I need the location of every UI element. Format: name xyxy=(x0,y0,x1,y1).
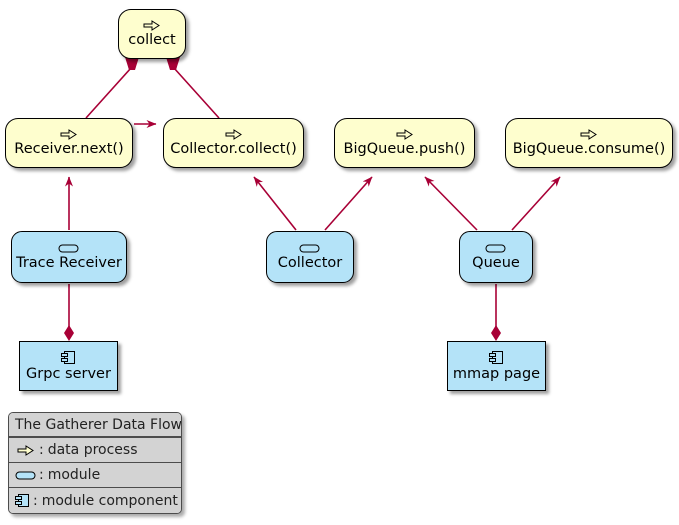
module-component-icon xyxy=(15,493,31,508)
node-label: Grpc server xyxy=(26,366,111,382)
legend-label: module xyxy=(47,467,101,483)
data-process-arrow-icon xyxy=(143,20,161,31)
legend: The Gatherer Data Flow : data process : … xyxy=(8,412,182,514)
node-label: Trace Receiver xyxy=(16,255,122,271)
node-mmap-page[interactable]: mmap page xyxy=(447,341,546,391)
data-process-arrow-icon xyxy=(396,129,414,140)
node-bigqueue-consume[interactable]: BigQueue.consume() xyxy=(505,118,673,168)
legend-label: module component xyxy=(41,492,178,509)
data-process-arrow-icon xyxy=(225,129,243,140)
legend-title-row: The Gatherer Data Flow xyxy=(9,413,181,438)
node-label: Receiver.next() xyxy=(14,141,124,157)
node-bigqueue-push[interactable]: BigQueue.push() xyxy=(334,118,475,168)
legend-title: The Gatherer Data Flow xyxy=(15,416,182,433)
module-icon xyxy=(485,243,507,254)
module-icon xyxy=(299,243,321,254)
module-component-icon xyxy=(60,350,77,365)
edge-collect-to-collector-collect xyxy=(166,57,220,119)
data-process-arrow-icon xyxy=(15,444,37,456)
node-trace-receiver[interactable]: Trace Receiver xyxy=(11,231,127,283)
node-label: Collector xyxy=(277,255,343,271)
module-icon xyxy=(58,243,80,254)
module-component-icon xyxy=(488,350,505,365)
edge-trace-receiver-to-grpc-server xyxy=(64,284,74,341)
legend-row-data-process: : data process xyxy=(9,438,181,463)
node-label: Queue xyxy=(472,255,520,271)
node-collect[interactable]: collect xyxy=(118,9,186,59)
edge-queue-to-bigqueue-consume xyxy=(511,176,561,231)
data-process-arrow-icon xyxy=(580,129,598,140)
node-receiver-next[interactable]: Receiver.next() xyxy=(5,118,133,168)
node-label: collect xyxy=(128,32,176,48)
node-label: mmap page xyxy=(452,366,541,382)
edge-queue-to-bigqueue-push xyxy=(424,176,478,231)
node-grpc-server[interactable]: Grpc server xyxy=(19,341,118,391)
edge-collector-to-bigqueue-push xyxy=(324,176,373,231)
module-icon xyxy=(15,470,37,481)
edge-collect-to-receiver-next xyxy=(85,57,139,119)
node-label: Collector.collect() xyxy=(170,141,297,157)
legend-separator: : xyxy=(39,467,44,483)
legend-separator: : xyxy=(33,492,38,509)
node-label: BigQueue.consume() xyxy=(512,141,666,157)
legend-row-module: : module xyxy=(9,463,181,488)
legend-row-module-component: : module component xyxy=(9,488,181,513)
node-collector[interactable]: Collector xyxy=(266,231,354,283)
edge-queue-to-mmap-page xyxy=(491,284,501,341)
legend-separator: : xyxy=(39,442,44,458)
node-queue[interactable]: Queue xyxy=(459,231,533,283)
legend-label: data process xyxy=(47,442,138,458)
node-label: BigQueue.push() xyxy=(343,141,466,157)
node-collector-collect[interactable]: Collector.collect() xyxy=(163,118,304,168)
edge-collector-to-collector-collect xyxy=(253,176,297,231)
data-process-arrow-icon xyxy=(60,129,78,140)
